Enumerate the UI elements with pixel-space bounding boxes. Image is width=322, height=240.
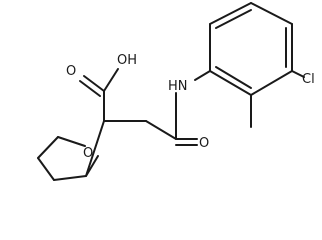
bond-carboxyl-co-2 [79,80,101,97]
bond-carboxyl-oh [103,68,119,92]
bond-benzene-2 [209,2,252,25]
bond-aryl-chloro [291,70,305,78]
bonds [37,2,305,181]
ring-oxygen-label: O [83,146,93,161]
bond-ring-ch2b-ch [53,175,87,181]
carbonyl-oxygen-acid-label: O [66,64,76,79]
bond-benzene-3 [250,2,293,25]
bond-ring-ch-backbone [85,120,105,177]
atom-labels: OH O O HN O Cl [66,53,315,161]
bond-ring-ch2a-ch2b [37,157,55,181]
bond-benzene-inner-1 [215,9,252,29]
bond-benzene-6 [209,70,252,96]
bond-ch2-carbonyl [145,120,177,140]
amide-nh-label: HN [168,79,188,94]
bond-ring-ch2-ch2a [37,136,59,159]
bond-carboxyl-co-1 [83,75,105,92]
bond-benzene-inner-3 [215,66,252,89]
amide-oxygen-label: O [199,136,209,151]
bond-ring-o-ch2 [57,136,86,147]
hydroxyl-label: OH [117,53,137,68]
bond-benzene-5 [250,70,293,96]
chloro-label: Cl [302,72,315,87]
chemical-structure-diagram: OH O O HN O Cl [37,2,315,181]
bond-nh-aryl [194,70,211,81]
